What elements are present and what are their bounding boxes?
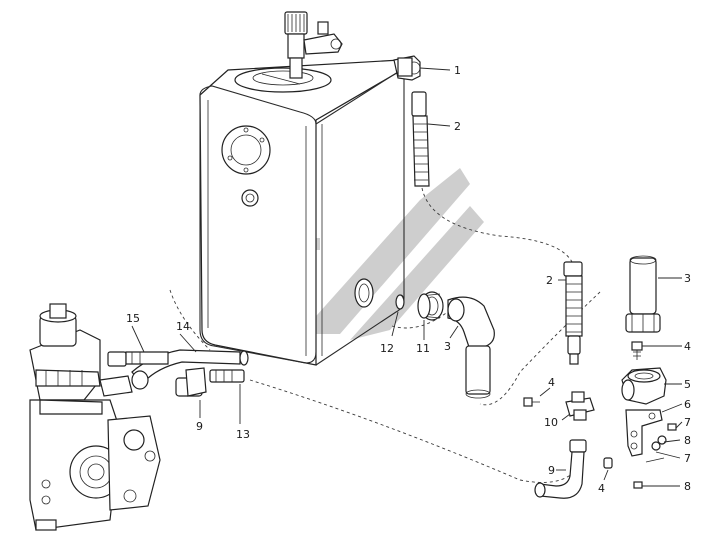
callout-8-upper: 8 (684, 434, 691, 447)
callout-7-lower: 7 (684, 452, 691, 465)
route-line-bottom (249, 379, 577, 483)
callout-6: 6 (684, 398, 691, 411)
route-line-upper (421, 187, 573, 263)
callout-labels: 1 2 2 3 3 4 4 4 5 6 7 7 8 8 9 9 10 11 12… (126, 64, 691, 495)
washers-nuts-7-8 (633, 423, 677, 489)
tee-fitting-5 (621, 367, 667, 405)
callout-2-upper: 2 (454, 120, 461, 133)
steering-gear-assembly (29, 303, 161, 531)
screw-4-right (631, 341, 643, 360)
o-ring-12 (395, 294, 405, 310)
callout-3-right: 3 (684, 272, 691, 285)
callout-8-lower: 8 (684, 480, 691, 493)
callout-4-low: 4 (598, 482, 605, 495)
callout-15: 15 (126, 312, 140, 325)
callout-5: 5 (684, 378, 691, 391)
fitting-11 (417, 291, 444, 321)
leader-lines (131, 67, 683, 487)
hose-end-3-right (625, 255, 661, 333)
hose-2-lower (563, 261, 583, 365)
callout-10: 10 (544, 416, 558, 429)
callout-4-right: 4 (684, 340, 691, 353)
bracket-6 (625, 409, 663, 457)
union-10 (565, 391, 595, 421)
callout-4-mid: 4 (548, 376, 555, 389)
elbow-3-center (447, 296, 495, 399)
route-line-center (391, 309, 451, 329)
callout-13: 13 (236, 428, 250, 441)
callout-7-upper: 7 (684, 416, 691, 429)
callout-11: 11 (416, 342, 430, 355)
bent-pipe-9-right (534, 439, 587, 499)
callout-3-center: 3 (444, 340, 451, 353)
callout-2-lower: 2 (546, 274, 553, 287)
elbow-fitting-1 (393, 55, 421, 81)
pipe-assembly-left (107, 349, 249, 397)
screw-4-mid (523, 397, 540, 407)
screw-4-low (603, 457, 613, 469)
callout-12: 12 (380, 342, 394, 355)
oil-tank (199, 11, 405, 366)
route-line-left (169, 289, 211, 351)
callout-14: 14 (176, 320, 190, 333)
callout-1: 1 (454, 64, 461, 77)
callout-9-left: 9 (196, 420, 203, 433)
callout-9-right: 9 (548, 464, 555, 477)
hose-2-upper (411, 91, 430, 187)
